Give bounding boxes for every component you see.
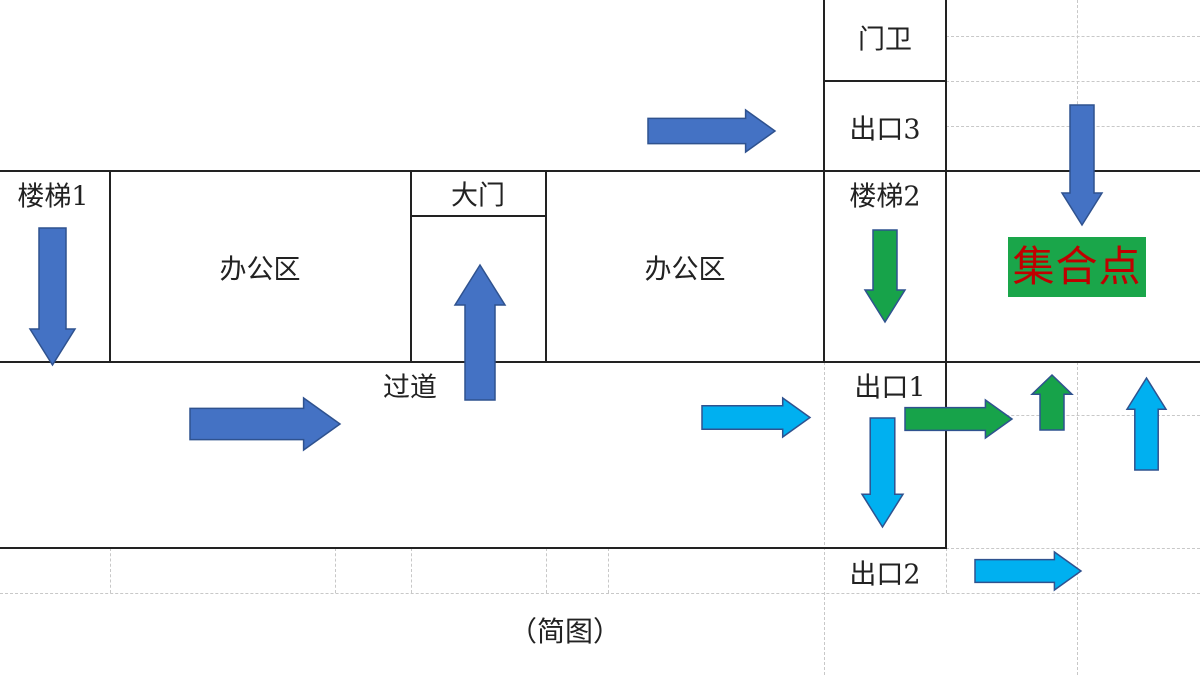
wall: [0, 361, 1200, 363]
diagram-caption: （简图）: [508, 615, 622, 648]
office-right-label: 办公区: [644, 254, 726, 286]
stairs2-label: 楼梯2: [849, 181, 921, 213]
gridline: [946, 548, 1200, 549]
assembly-point: 集合点: [1008, 237, 1146, 297]
corridor-label: 过道: [383, 372, 437, 404]
wall: [0, 170, 1200, 172]
gridline: [1077, 0, 1078, 170]
wall: [410, 170, 412, 362]
arrow-down-icon: [860, 417, 905, 529]
wall: [824, 80, 946, 82]
exit3-label: 出口3: [849, 114, 921, 146]
office-left-label: 办公区: [219, 254, 301, 286]
gridline: [946, 36, 1200, 37]
gridline: [608, 548, 609, 593]
guard-label: 门卫: [858, 24, 912, 56]
main-gate-label: 大门: [451, 180, 505, 212]
arrow-down-icon: [1060, 104, 1104, 227]
gridline: [546, 548, 547, 593]
arrow-right-icon: [647, 108, 777, 154]
gridline: [0, 593, 1200, 594]
arrow-right-icon: [189, 396, 342, 452]
arrow-up-icon: [1125, 376, 1168, 471]
arrow-right-icon: [974, 550, 1083, 592]
exit2-label: 出口2: [849, 559, 921, 591]
wall: [0, 547, 947, 549]
gridline: [946, 415, 1200, 416]
arrow-right-icon: [701, 396, 812, 439]
gridline: [1077, 362, 1078, 675]
arrow-up-icon: [453, 263, 507, 401]
wall: [109, 170, 111, 362]
stairs1-label: 楼梯1: [17, 181, 89, 213]
gridline: [411, 548, 412, 593]
gridline: [110, 548, 111, 593]
wall: [823, 0, 825, 362]
arrow-down-icon: [863, 229, 907, 324]
gridline: [335, 548, 336, 593]
gridline: [946, 548, 947, 593]
arrow-down-icon: [28, 227, 77, 367]
wall: [945, 0, 947, 549]
gridline: [946, 81, 1200, 82]
gridline: [824, 362, 825, 675]
wall: [545, 170, 547, 362]
wall: [411, 215, 547, 217]
arrow-up-icon: [1030, 373, 1074, 431]
arrow-right-icon: [904, 398, 1014, 440]
exit1-label: 出口1: [854, 372, 926, 404]
